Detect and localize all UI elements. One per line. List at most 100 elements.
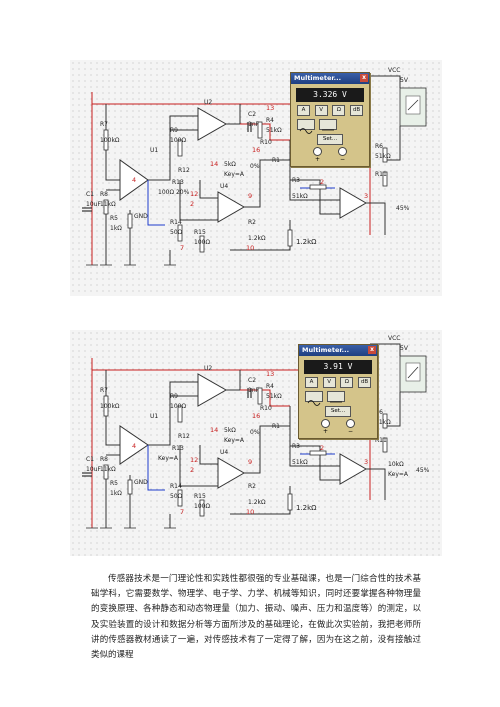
svg-text:2: 2 [190,466,194,474]
r3-label: R3 [292,177,300,184]
ammeter-button[interactable]: A [297,105,310,116]
r6-value: 51kΩ [375,419,391,426]
positive-sign: + [314,156,321,163]
svg-text:16: 16 [252,146,260,154]
ammeter-button[interactable]: A [305,377,318,388]
close-icon[interactable]: x [360,74,368,82]
r9-value: 100Ω [170,137,186,144]
svg-text:14: 14 [210,426,218,434]
pot-45-percent: 45% [416,467,430,474]
voltmeter-button[interactable]: V [314,105,328,116]
decibel-button[interactable]: dB [349,105,363,116]
positive-sign: + [322,428,329,435]
ohmmeter-button[interactable]: Ω [340,377,354,388]
svg-text:7: 7 [180,244,184,252]
gnd-label: GND [134,213,148,220]
ac-mode-button[interactable] [305,391,323,406]
positive-terminal[interactable] [321,419,330,428]
set-button[interactable]: Set... [325,406,351,417]
circuit-screenshot-2: VCC 5V U1 U2 U4 R7 100kΩ R9 100Ω C2 1nF … [70,330,442,556]
r2-label: R2 [248,219,256,226]
u1-label: U1 [150,147,158,154]
r4-value: 51kΩ [266,393,282,400]
svg-text:3: 3 [364,192,368,200]
supply-voltage-label: 5V [400,77,409,84]
multimeter-window[interactable]: Multimeter... x 3.326 V A V Ω dB Set... … [290,72,370,167]
annotation-note: 1.2kΩ [296,238,317,246]
svg-text:4: 4 [132,176,136,184]
negative-terminal[interactable] [346,419,355,428]
pot-5k-value: 5kΩ [224,427,236,434]
svg-text:2: 2 [320,444,324,452]
r11-label: R11 [375,171,387,178]
r11-label: R11 [375,437,387,444]
multimeter-title-bar[interactable]: Multimeter... x [291,73,369,84]
voltmeter-button[interactable]: V [322,377,336,388]
svg-text:2: 2 [320,178,324,186]
r9-label: R9 [170,127,178,134]
svg-text:12: 12 [190,190,198,198]
negative-terminal[interactable] [338,147,347,156]
positive-terminal[interactable] [313,147,322,156]
r8-label: R8 [100,456,108,463]
r3-label: R3 [292,443,300,450]
decibel-button[interactable]: dB [357,377,371,388]
r3-value: 51kΩ [292,459,308,466]
multimeter-title-bar[interactable]: Multimeter... x [299,345,377,356]
r1-label: R1 [272,157,280,164]
pot-5k-value: 5kΩ [224,161,236,168]
multimeter-title: Multimeter... [302,346,350,354]
circuit-screenshot-1: VCC 5V U1 U2 U4 R7 100kΩ R9 100Ω C2 1nF … [70,60,442,296]
svg-text:10: 10 [246,244,254,252]
dc-mode-button[interactable] [327,391,345,403]
c1-label: C1 [86,456,94,463]
pot-key: Key=A [224,171,245,178]
sine-wave-icon [299,128,313,134]
svg-text:12: 12 [190,456,198,464]
set-button[interactable]: Set... [317,134,343,145]
r6-label: R6 [375,143,383,150]
ac-mode-button[interactable] [297,119,315,134]
multimeter-reading: 3.326 V [296,88,364,102]
multimeter-title: Multimeter... [294,74,342,82]
r13-value: Key=A [158,455,179,462]
r15-value: 100Ω [194,239,210,246]
c2-value: 1nF [248,387,260,394]
circuit-schematic-2: VCC 5V U1 U2 U4 R7 100kΩ R9 100Ω C2 1nF … [82,335,430,529]
dc-line-icon [330,401,342,403]
r9-label: R9 [170,393,178,400]
r13-value: 100Ω 20% [158,189,190,196]
close-icon[interactable]: x [368,346,376,354]
multimeter-window[interactable]: Multimeter... x 3.91 V A V Ω dB Set... +… [298,344,378,439]
u4-label: U4 [220,449,228,456]
r1-label: R1 [272,423,280,430]
u1-label: U1 [150,413,158,420]
c2-label: C2 [248,111,256,118]
r14-label: R14 [170,483,182,490]
pot-10k-key: Key=A [388,471,409,478]
r13-label: R13 [172,445,184,452]
vcc-label: VCC [388,335,400,342]
r5-label: R5 [110,480,118,487]
r13-label: R13 [172,179,184,186]
svg-text:3: 3 [364,458,368,466]
r12-label: R12 [178,433,190,440]
negative-sign: − [339,156,346,163]
svg-text:16: 16 [252,412,260,420]
r7-value: 100kΩ [100,137,120,144]
r5-value: 1kΩ [110,490,122,497]
dc-line-icon [322,129,334,131]
gnd-label: GND [134,479,148,486]
r14-label: R14 [170,219,182,226]
r2-label: R2 [248,483,256,490]
r8-label: R8 [100,191,108,198]
dc-mode-button[interactable] [319,119,337,131]
r15-label: R15 [194,493,206,500]
ohmmeter-button[interactable]: Ω [332,105,346,116]
r7-label: R7 [100,121,108,128]
r4-label: R4 [266,383,274,390]
r14-value: 50Ω [170,493,183,500]
c1-value: 10uF [86,466,101,473]
r14-value: 50Ω [170,229,183,236]
circuit-schematic-1: VCC 5V U1 U2 U4 R7 100kΩ R9 100Ω C2 1nF … [82,67,427,266]
